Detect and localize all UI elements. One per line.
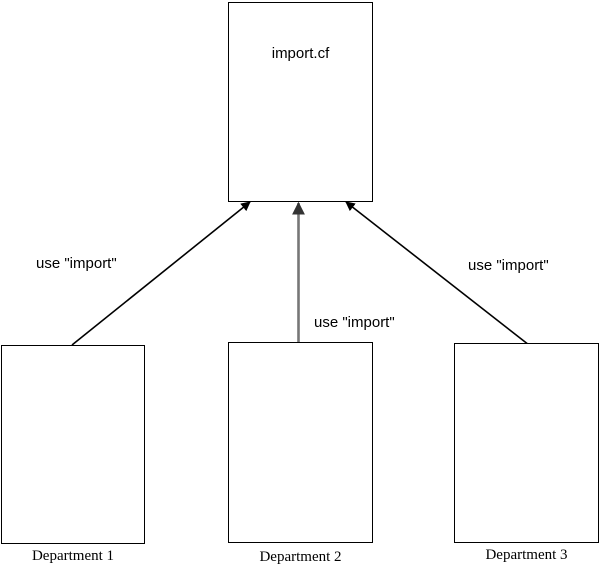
edge-label-right: use "import"	[468, 257, 549, 274]
node-dept2-promises-cf[interactable]: promises.cf	[228, 342, 373, 543]
caption-department-2: Department 2	[259, 549, 342, 565]
caption-department-3: Department 3	[485, 547, 568, 563]
edge-arrow-left	[71, 201, 251, 346]
edge-label-left: use "import"	[36, 255, 117, 272]
edge-label-middle: use "import"	[314, 314, 395, 331]
node-import-cf-label: import.cf	[271, 45, 330, 62]
node-dept1-promises-cf[interactable]: promises.cf	[1, 345, 145, 544]
node-dept3-promises-cf[interactable]: promises.cf	[454, 343, 599, 543]
caption-department-1: Department 1	[31, 548, 115, 564]
node-import-cf[interactable]: import.cf	[228, 2, 373, 202]
